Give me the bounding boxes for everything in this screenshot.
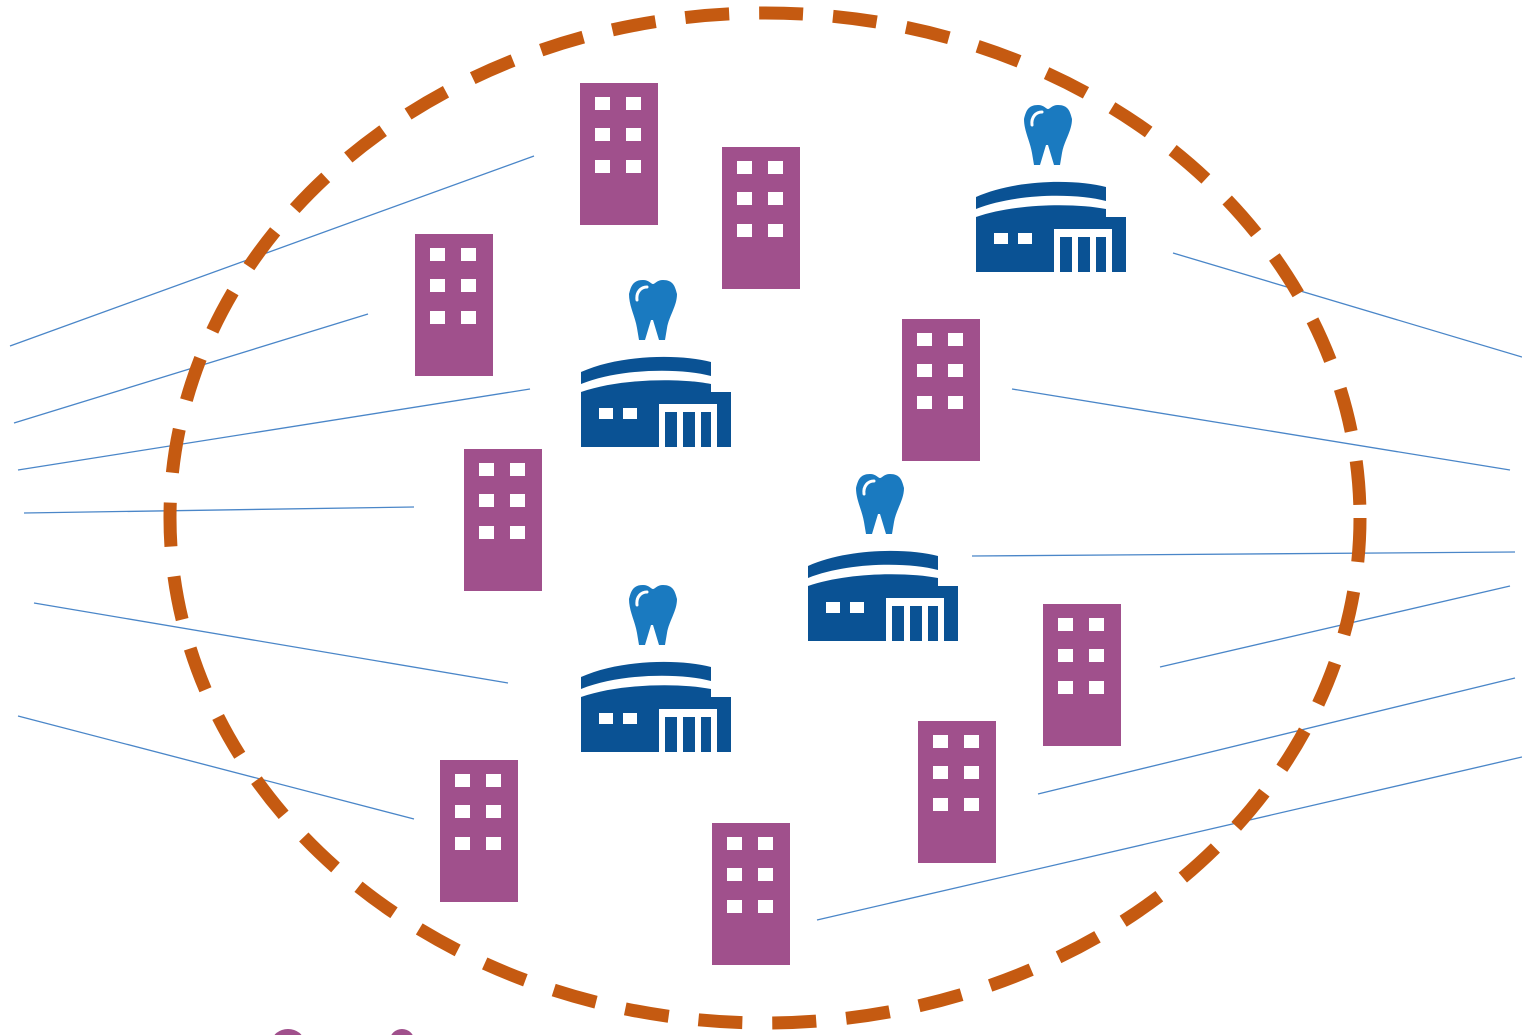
apartment-building-icon [464,449,542,591]
connector-lines [9,155,1522,921]
connector-line-right [816,756,1522,921]
connector-line-left [33,602,509,684]
clinic-building-icon [581,685,731,752]
person-pair-icon [274,1029,413,1035]
dental-clinic-icon [581,280,731,447]
connector-line-right [1159,585,1511,668]
apartment-building-icon [580,83,658,225]
dental-clinic-icon [976,105,1126,272]
dental-clinic-icon [581,585,731,752]
tooth-icon [629,280,677,340]
apartment-building-icon [415,234,493,376]
clinic-building-icon [976,205,1126,272]
connector-line-right [971,551,1516,557]
tooth-icon [856,474,904,534]
apartment-building-icon [722,147,800,289]
dashed-boundary [163,6,1367,1030]
clinics-layer [581,105,1126,752]
clinic-building-icon [581,380,731,447]
connector-line-left [17,388,531,471]
apartment-building-icon [440,760,518,902]
connector-line-right [1011,388,1511,471]
apartment-building-icon [902,319,980,461]
connector-line-right [1037,677,1516,795]
clinic-building-icon [808,574,958,641]
apartment-building-icon [1043,604,1121,746]
tooth-icon [629,585,677,645]
connector-line-left [17,715,415,820]
connector-line-left [23,506,415,514]
apartment-building-icon [918,721,996,863]
connector-line-left [9,155,535,347]
connector-line-right [1172,252,1522,358]
tooth-icon [1024,105,1072,165]
dental-clinic-icon [808,474,958,641]
apartment-building-icon [712,823,790,965]
